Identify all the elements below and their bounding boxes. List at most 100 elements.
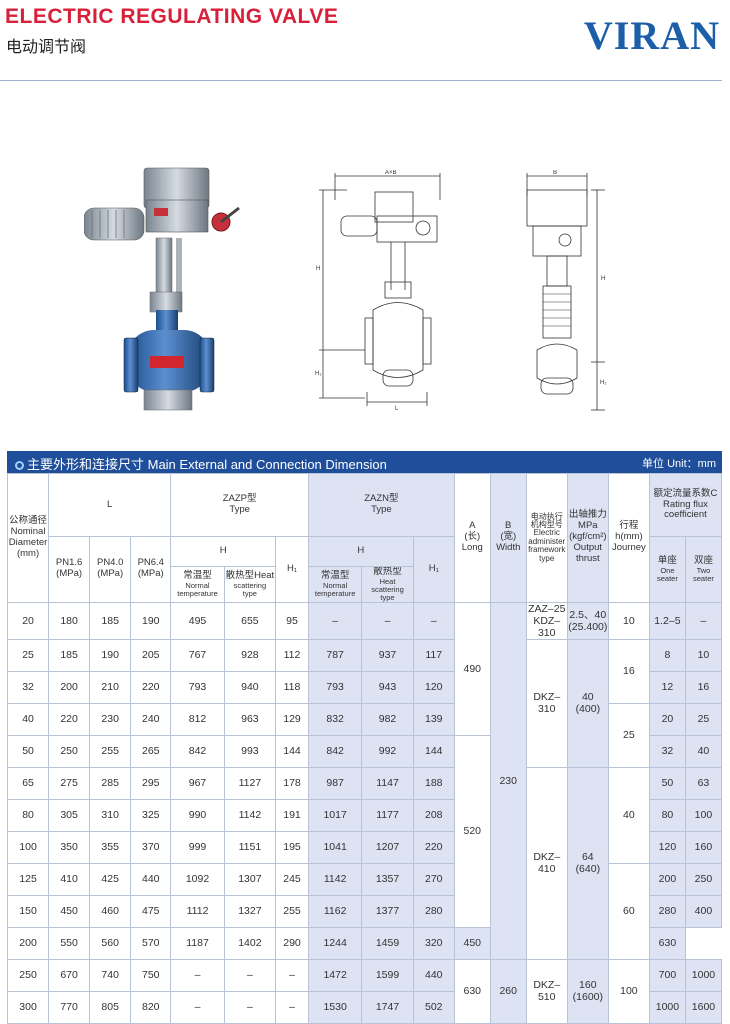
cell-zp-h: – (223, 990, 277, 1024)
front-dimension-drawing: A×B H H₁ L (315, 170, 441, 412)
cell-pn16: 200 (48, 670, 91, 704)
cell-pn16: 670 (48, 958, 91, 992)
cell-two-seater: 400 (684, 894, 723, 928)
header-zazp-h: H (170, 536, 277, 567)
cell-pn16: 220 (48, 702, 91, 736)
cell-dn: 200 (6, 926, 50, 960)
cell-dn: 25 (6, 638, 50, 672)
side-dim-label-h1: H₁ (600, 380, 606, 386)
cell-one-seater: 80 (648, 798, 686, 832)
cell-two-seater: 16 (684, 670, 723, 704)
cell-dn: 150 (6, 894, 50, 928)
cell-pn16: 275 (48, 766, 91, 800)
cell-zn-h: 1747 (361, 990, 414, 1024)
cell-zp-n: – (170, 990, 225, 1024)
cell-zn-h1: 117 (412, 638, 455, 672)
cell-zp-h: 993 (223, 734, 277, 768)
cell-pn40: 425 (89, 862, 132, 896)
cell-zp-h1: 118 (275, 670, 309, 704)
section-header-bar: 主要外形和连接尺寸 Main External and Connection D… (7, 451, 722, 473)
cell-dn: 32 (6, 670, 50, 704)
cell-pn40: 560 (89, 926, 132, 960)
cell-two-seater: – (684, 601, 723, 640)
cell-zn-n: 832 (307, 702, 363, 736)
cell-pn64: 240 (130, 702, 172, 736)
cell-zp-n: 967 (170, 766, 225, 800)
cell-zn-h1: 440 (412, 958, 455, 992)
cell-thrust-1: 2.5、40(25.400) (566, 601, 609, 640)
header-l: L (48, 473, 172, 537)
cell-one-seater: 200 (648, 862, 686, 896)
cell-zn-h1: 220 (412, 830, 455, 864)
cell-dn: 65 (6, 766, 50, 800)
cell-one-seater: 450 (453, 926, 491, 960)
cell-pn64: 325 (130, 798, 172, 832)
cell-actuator-dkz310: DKZ–310 (525, 638, 568, 768)
cell-one-seater: 20 (648, 702, 686, 736)
cell-zn-n: 1041 (307, 830, 363, 864)
cell-zn-n: 1142 (307, 862, 363, 896)
cell-zp-h1: 290 (275, 926, 309, 960)
cell-thrust-3: 64(640) (566, 766, 609, 960)
cell-one-seater: 1.2–5 (648, 601, 686, 640)
cell-one-seater: 1000 (648, 990, 686, 1024)
cell-dn: 100 (6, 830, 50, 864)
cell-zp-h: 963 (223, 702, 277, 736)
cell-zn-h: 992 (361, 734, 414, 768)
cell-pn16: 250 (48, 734, 91, 768)
cell-two-seater: 63 (684, 766, 723, 800)
cell-stroke-100: 100 (607, 958, 650, 1024)
cell-pn16: 450 (48, 894, 91, 928)
cell-pn40: 230 (89, 702, 132, 736)
cell-pn16: 185 (48, 638, 91, 672)
dim-label-h: H (316, 266, 320, 272)
cell-pn64: 570 (130, 926, 172, 960)
title-en: ELECTRIC REGULATING VALVE (5, 5, 339, 28)
cell-zp-n: – (170, 958, 225, 992)
header-zazp-h1: H₁ (275, 536, 309, 603)
cell-pn40: 460 (89, 894, 132, 928)
cell-zp-h1: – (275, 990, 309, 1024)
cell-zp-n: 767 (170, 638, 225, 672)
cell-zn-n: 1162 (307, 894, 363, 928)
cell-zp-h1: 191 (275, 798, 309, 832)
cell-b-260: 260 (489, 958, 527, 1024)
cell-pn40: 355 (89, 830, 132, 864)
header-divider (0, 80, 722, 81)
cell-one-seater: 120 (648, 830, 686, 864)
cell-zn-n: 1017 (307, 798, 363, 832)
cell-zp-h: 928 (223, 638, 277, 672)
cell-zn-h1: – (412, 601, 455, 640)
cell-zp-h1: 255 (275, 894, 309, 928)
section-bullet-icon (15, 461, 24, 470)
cell-zp-n: 1112 (170, 894, 225, 928)
header-nominal-diameter: 公称通径 Nominal Diameter (mm) (6, 473, 50, 603)
cell-actuator-dkz510: DKZ–510 (525, 958, 568, 1024)
cell-zn-n: 793 (307, 670, 363, 704)
cell-zn-n: 842 (307, 734, 363, 768)
cell-two-seater: 100 (684, 798, 723, 832)
cell-pn64: 750 (130, 958, 172, 992)
dim-label-h1: H₁ (315, 371, 321, 377)
cell-zp-h: 940 (223, 670, 277, 704)
unit-label: 单位 Unit：mm (642, 458, 716, 470)
cell-one-seater: 32 (648, 734, 686, 768)
cell-pn40: 190 (89, 638, 132, 672)
cell-stroke-10: 10 (607, 601, 650, 640)
cell-zp-h: 655 (223, 601, 277, 640)
cell-zp-h: – (223, 958, 277, 992)
